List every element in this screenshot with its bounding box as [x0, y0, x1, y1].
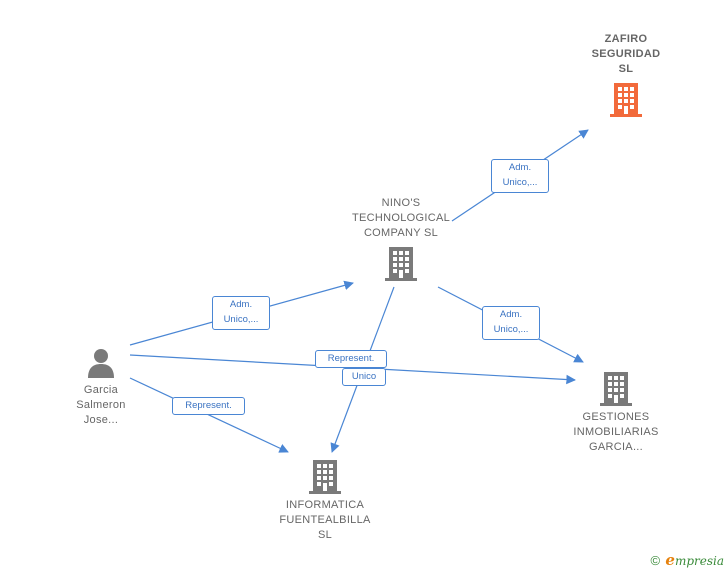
- person-icon: [88, 349, 114, 378]
- node-label: GESTIONES INMOBILIARIAS GARCIA...: [573, 411, 659, 453]
- node-label: INFORMATICA FUENTEALBILLA SL: [279, 499, 371, 541]
- node-ninos-technological[interactable]: NINO'S TECHNOLOGICAL COMPANY SL: [336, 196, 466, 281]
- copyright-symbol: ©: [650, 553, 661, 568]
- edge-label-ninos-gestiones[interactable]: Adm. Unico,...: [482, 306, 540, 340]
- node-zafiro-seguridad[interactable]: ZAFIRO SEGURIDAD SL: [566, 32, 686, 117]
- edge-label-garcia-ninos[interactable]: Adm. Unico,...: [212, 296, 270, 330]
- edge-label-garcia-gestiones[interactable]: Represent.: [315, 350, 387, 368]
- edge-label-ninos-zafiro[interactable]: Adm. Unico,...: [491, 159, 549, 193]
- edge-label-garcia-informatica[interactable]: Represent.: [172, 397, 245, 415]
- node-label: ZAFIRO SEGURIDAD SL: [591, 33, 661, 75]
- building-icon: [309, 460, 341, 494]
- building-icon: [385, 247, 417, 281]
- building-icon: [600, 372, 632, 406]
- node-gestiones-inmobiliarias[interactable]: GESTIONES INMOBILIARIAS GARCIA...: [556, 370, 676, 455]
- edge-label-ninos-informatica[interactable]: Unico: [342, 368, 386, 386]
- brand-logo: empresia: [665, 551, 724, 569]
- edge-garcia-informatica: [129, 377, 289, 453]
- node-informatica-fuentealbilla[interactable]: INFORMATICA FUENTEALBILLA SL: [265, 458, 385, 543]
- building-icon: [610, 83, 642, 117]
- node-label: NINO'S TECHNOLOGICAL COMPANY SL: [351, 197, 451, 239]
- footer-brand[interactable]: © empresia: [650, 551, 724, 569]
- node-label: Garcia Salmeron Jose...: [76, 384, 126, 426]
- node-garcia-salmeron[interactable]: Garcia Salmeron Jose...: [56, 347, 146, 428]
